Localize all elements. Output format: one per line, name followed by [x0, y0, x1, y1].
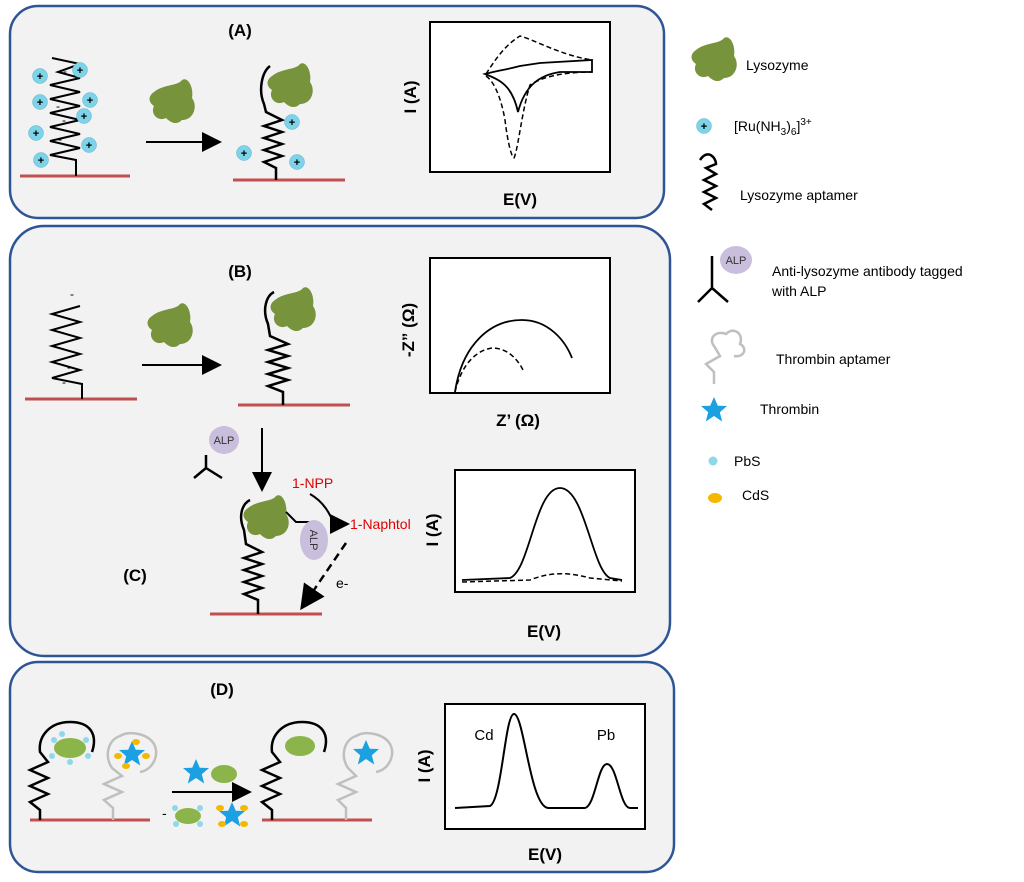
- released-cds: [216, 805, 248, 827]
- dpv-plot-frame: [454, 469, 636, 593]
- lysozyme-aptamer-d-after: [258, 720, 328, 820]
- lysozyme-free: [211, 765, 237, 783]
- peak-pb-label: Pb: [597, 727, 615, 744]
- lysozyme-in-aptamer: [54, 738, 86, 758]
- dpv-curve-dashed: [461, 573, 623, 583]
- legend-thrombin-icon: [701, 397, 727, 422]
- eis-ylabel: -Z” (Ω): [399, 303, 418, 357]
- eis-plot: -Z” (Ω) Z’ (Ω): [399, 257, 611, 430]
- legend-antibody-line1: Anti-lysozyme antibody tagged: [772, 263, 963, 279]
- cv-curve-dashed: [485, 35, 593, 159]
- dpv-xlabel: E(V): [527, 622, 561, 641]
- product-label: 1-Naphtol: [350, 516, 411, 532]
- swv-ylabel: I (A): [415, 749, 434, 782]
- panel-d: (D) -: [8, 660, 676, 874]
- cv-plot-frame: [429, 21, 611, 173]
- aptamer-folded-c: [239, 498, 266, 614]
- legend-antibody-line2: with ALP: [771, 283, 826, 299]
- charge-minus: -: [62, 375, 66, 389]
- alp-enzyme-label: ALP: [307, 530, 319, 551]
- legend-pbs-icon: [708, 456, 718, 466]
- thrombin-aptamer-d-after: [334, 732, 394, 820]
- legend-cds-icon: [708, 493, 722, 503]
- eis-xlabel: Z’ (Ω): [496, 411, 540, 430]
- panel-c-label: (C): [123, 566, 147, 585]
- substrate-label: 1-NPP: [292, 475, 333, 491]
- cv-ylabel: I (A): [401, 80, 420, 113]
- lysozyme-aptamer-d: [26, 720, 96, 820]
- legend-thrombin-aptamer-icon: [703, 329, 746, 384]
- legend-cds: CdS: [742, 487, 769, 503]
- swv-plot-d: Cd Pb I (A) E(V): [415, 703, 646, 864]
- aptamer-unfolded-a: [49, 57, 84, 176]
- legend-pbs: PbS: [734, 453, 760, 469]
- peak-cd-label: Cd: [474, 727, 493, 744]
- dpv-curve-solid: [461, 487, 623, 581]
- charge-minus: -: [285, 361, 289, 375]
- swv-curve: [454, 712, 638, 809]
- legend: Lysozyme [Ru(NH3)6]3+ Lysozyme aptamer A…: [691, 37, 963, 503]
- eis-curve-dashed: [454, 347, 524, 393]
- antibody-icon: ALP: [193, 426, 239, 480]
- charge-minus: -: [62, 113, 66, 127]
- legend-thrombin: Thrombin: [760, 401, 819, 417]
- legend-thrombin-aptamer: Thrombin aptamer: [776, 351, 891, 367]
- legend-aptamer-icon: [698, 153, 719, 211]
- lysozyme-bound-d: [285, 736, 315, 756]
- pbs-dots: [49, 731, 91, 765]
- legend-antibody-icon: ALP: [697, 246, 752, 303]
- antibody-alp-label: ALP: [214, 435, 235, 447]
- cds-dots: [114, 739, 150, 769]
- charge-minus: -: [275, 381, 279, 395]
- panel-b-label: (B): [228, 262, 252, 281]
- swv-plot-frame: [444, 703, 646, 830]
- charge-minus: -: [58, 132, 62, 146]
- charge-minus: -: [63, 64, 67, 78]
- legend-antibody-alp: ALP: [726, 255, 747, 267]
- charge-minus: -: [56, 99, 60, 113]
- alp-enzyme: [300, 520, 328, 560]
- electron-label: e-: [336, 575, 349, 591]
- dpv-plot-c: I (A) E(V): [423, 469, 636, 641]
- legend-ru-icon: [696, 118, 712, 134]
- aptamer-folded-b: [263, 290, 293, 405]
- lysozyme-pbs-released: [175, 808, 201, 824]
- cv-curve-solid: [482, 59, 593, 113]
- panel-d-label: (D): [210, 680, 234, 699]
- legend-lysozyme-icon: [691, 37, 737, 82]
- aptamer-folded-a: [259, 65, 286, 180]
- aptamer-unfolded-b: [48, 305, 84, 399]
- thrombin-aptamer-d: [100, 732, 158, 820]
- panel-a-label: (A): [228, 21, 252, 40]
- charge-minus: -: [162, 805, 167, 821]
- cv-plot-a: I (A) E(V): [401, 21, 611, 209]
- panel-bc: (B) - - - - - -Z” (Ω) Z’ (Ω) ALP (C): [8, 224, 672, 658]
- eis-curve-solid: [454, 319, 573, 393]
- eis-plot-frame: [429, 257, 611, 394]
- cv-xlabel: E(V): [503, 190, 537, 209]
- released-pbs: [172, 805, 203, 827]
- swv-xlabel: E(V): [528, 845, 562, 864]
- legend-ru-complex: [Ru(NH3)6]3+: [734, 117, 812, 138]
- charge-minus: -: [70, 287, 74, 301]
- panel-a: (A) - - - - I (A) E(V): [8, 4, 666, 220]
- dpv-ylabel: I (A): [423, 513, 442, 546]
- legend-lysozyme-aptamer: Lysozyme aptamer: [740, 187, 858, 203]
- charge-minus: -: [67, 360, 71, 374]
- legend-lysozyme: Lysozyme: [746, 57, 809, 73]
